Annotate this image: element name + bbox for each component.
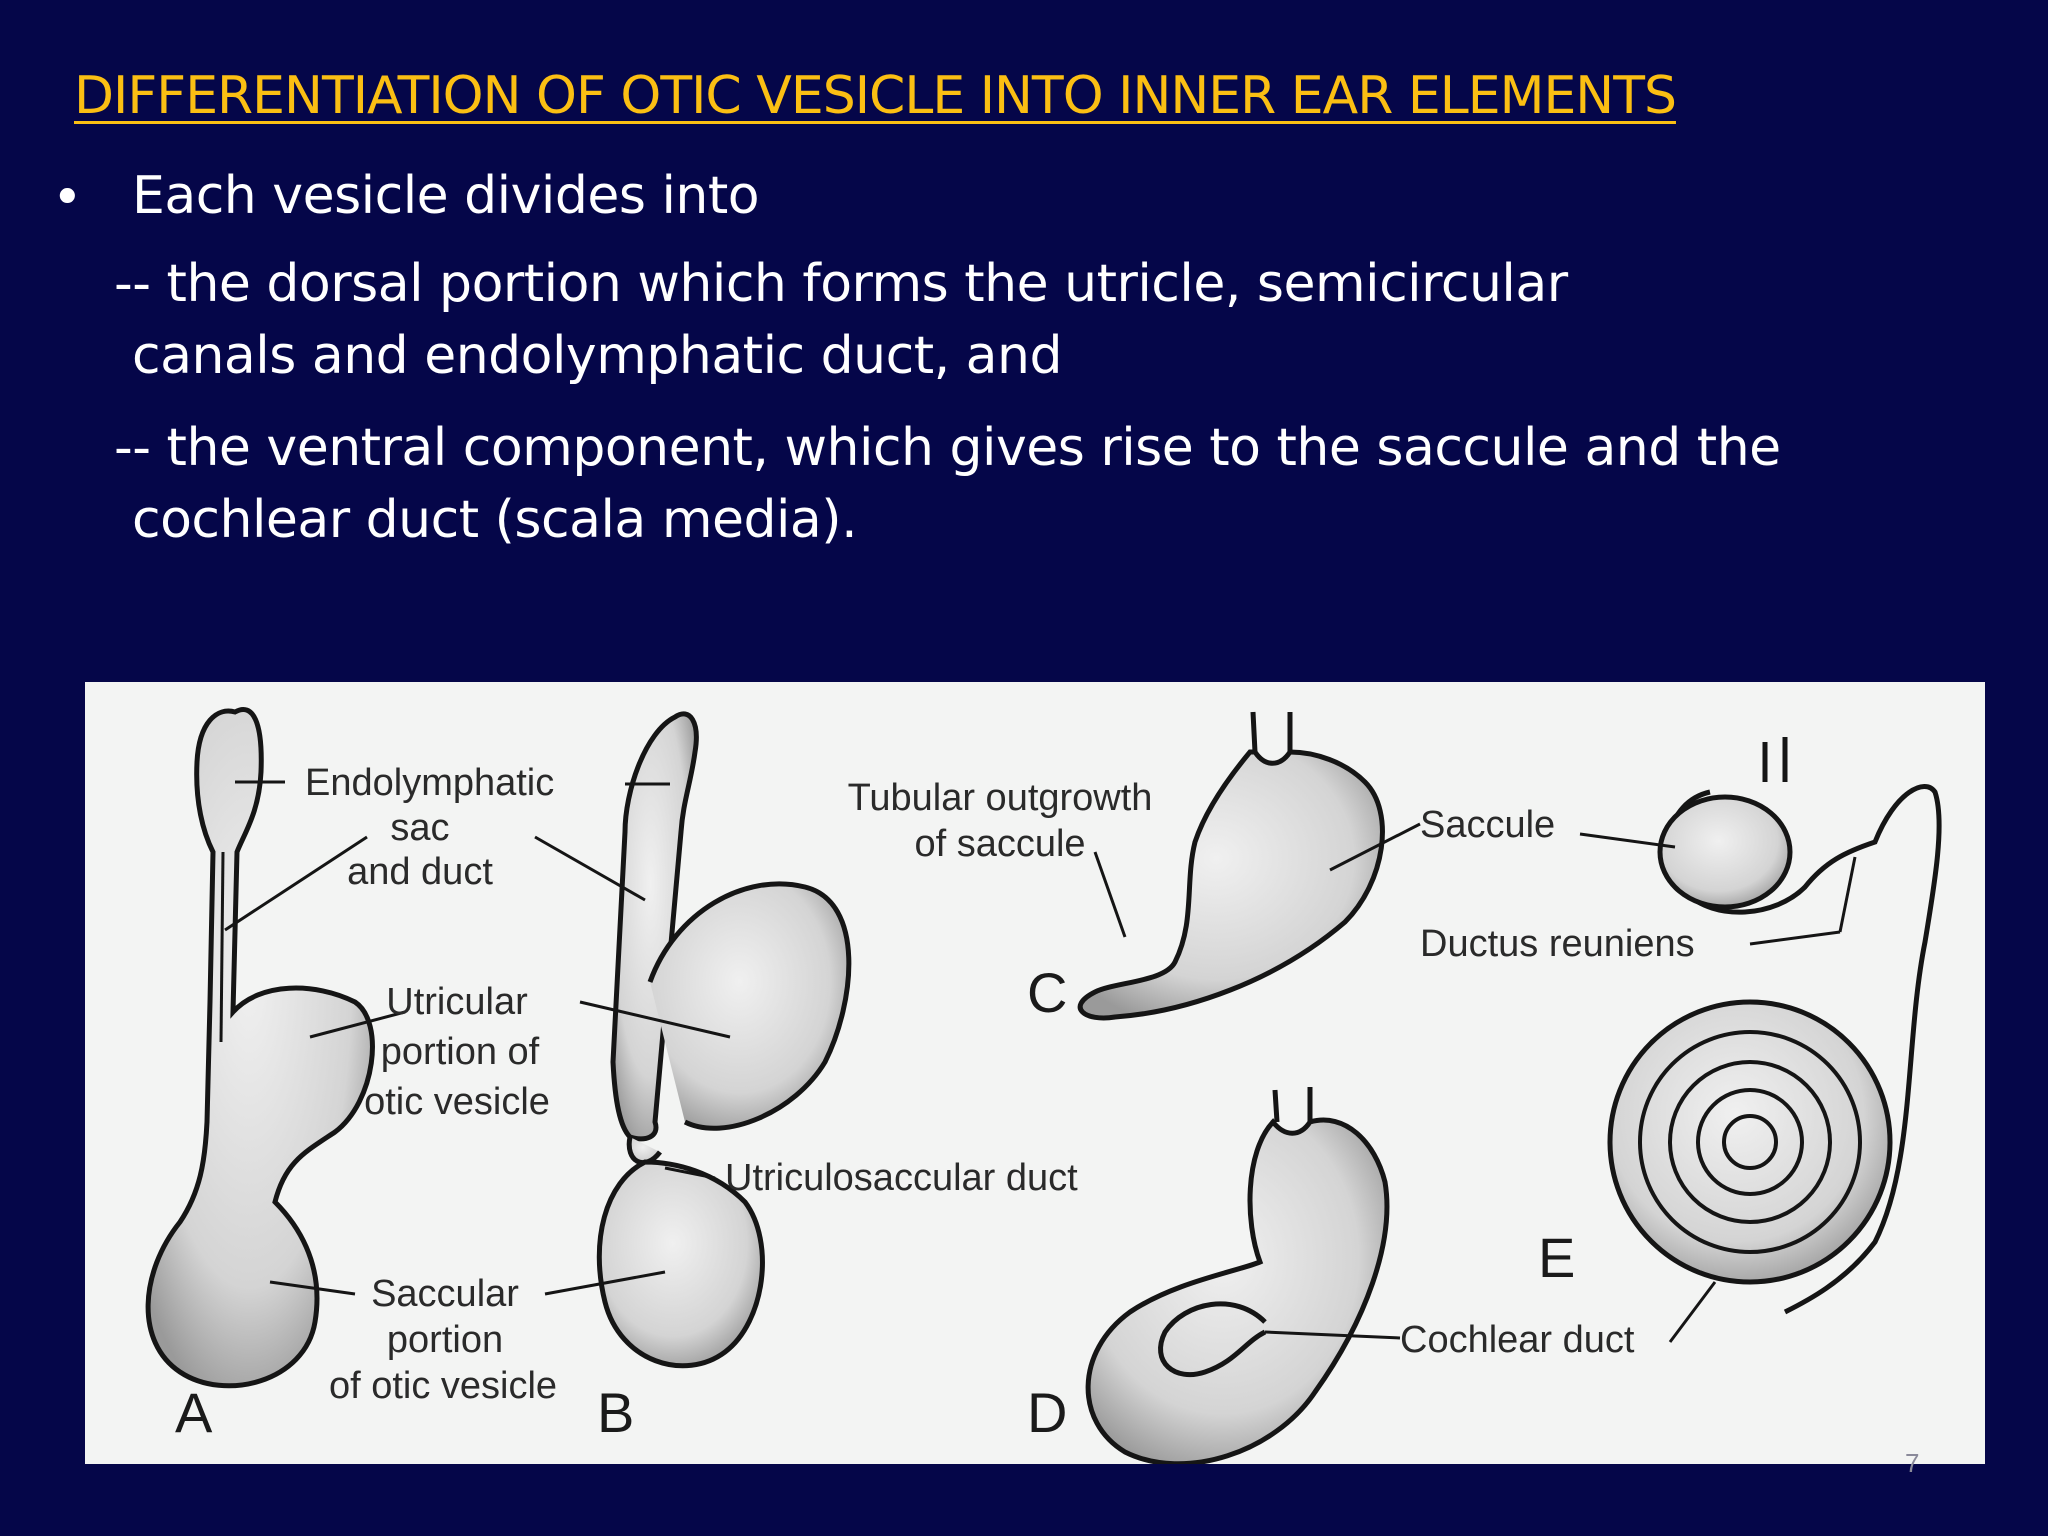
panel-a-structure bbox=[145, 707, 375, 1389]
bullet-icon: • bbox=[52, 168, 83, 228]
ventral-line-1: -- the ventral component, which gives ri… bbox=[114, 418, 1781, 478]
panel-letter-c: C bbox=[1027, 961, 1067, 1024]
label-cochlear-duct: Cochlear duct bbox=[1400, 1319, 1635, 1361]
page-number: 7 bbox=[1905, 1448, 1920, 1478]
panel-letter-d: D bbox=[1027, 1381, 1067, 1444]
ventral-line-2: cochlear duct (scala media). bbox=[132, 490, 858, 550]
panel-e-structure bbox=[1607, 737, 1942, 1315]
label-saccule: Saccule bbox=[1420, 804, 1555, 846]
label-utricular-2: portion of bbox=[381, 1031, 540, 1073]
slide-title: DIFFERENTIATION OF OTIC VESICLE INTO INN… bbox=[74, 66, 1677, 126]
label-endolymphatic-1: Endolymphatic bbox=[305, 762, 554, 804]
label-saccular-3: of otic vesicle bbox=[329, 1365, 557, 1407]
figure-drawing: Endolymphatic sac and duct Utricular por… bbox=[145, 707, 1942, 1464]
label-tubular-2: of saccule bbox=[914, 823, 1085, 865]
label-saccular-1: Saccular bbox=[371, 1273, 519, 1315]
label-tubular-1: Tubular outgrowth bbox=[848, 777, 1153, 819]
dorsal-line-1: -- the dorsal portion which forms the ut… bbox=[114, 254, 1568, 314]
leader-lines bbox=[224, 780, 1857, 1343]
panel-letter-e: E bbox=[1538, 1226, 1575, 1289]
label-ductus-reuniens: Ductus reuniens bbox=[1420, 923, 1695, 965]
label-utricular-3: otic vesicle bbox=[364, 1081, 550, 1123]
label-endolymphatic-3: and duct bbox=[347, 851, 493, 893]
otic-vesicle-figure: Endolymphatic sac and duct Utricular por… bbox=[85, 682, 1985, 1464]
panel-letter-b: B bbox=[597, 1381, 634, 1444]
panel-c-structure bbox=[1077, 711, 1385, 1021]
label-saccular-2: portion bbox=[387, 1319, 503, 1361]
label-utricular-1: Utricular bbox=[386, 981, 528, 1023]
label-endolymphatic-2: sac bbox=[390, 807, 449, 849]
label-utriculosaccular: Utriculosaccular duct bbox=[725, 1157, 1078, 1199]
panel-letter-a: A bbox=[175, 1381, 213, 1444]
bullet-text: Each vesicle divides into bbox=[132, 166, 760, 226]
dorsal-line-2: canals and endolymphatic duct, and bbox=[132, 326, 1062, 386]
panel-b-structure bbox=[596, 711, 852, 1369]
panel-d-structure bbox=[1085, 1087, 1390, 1464]
